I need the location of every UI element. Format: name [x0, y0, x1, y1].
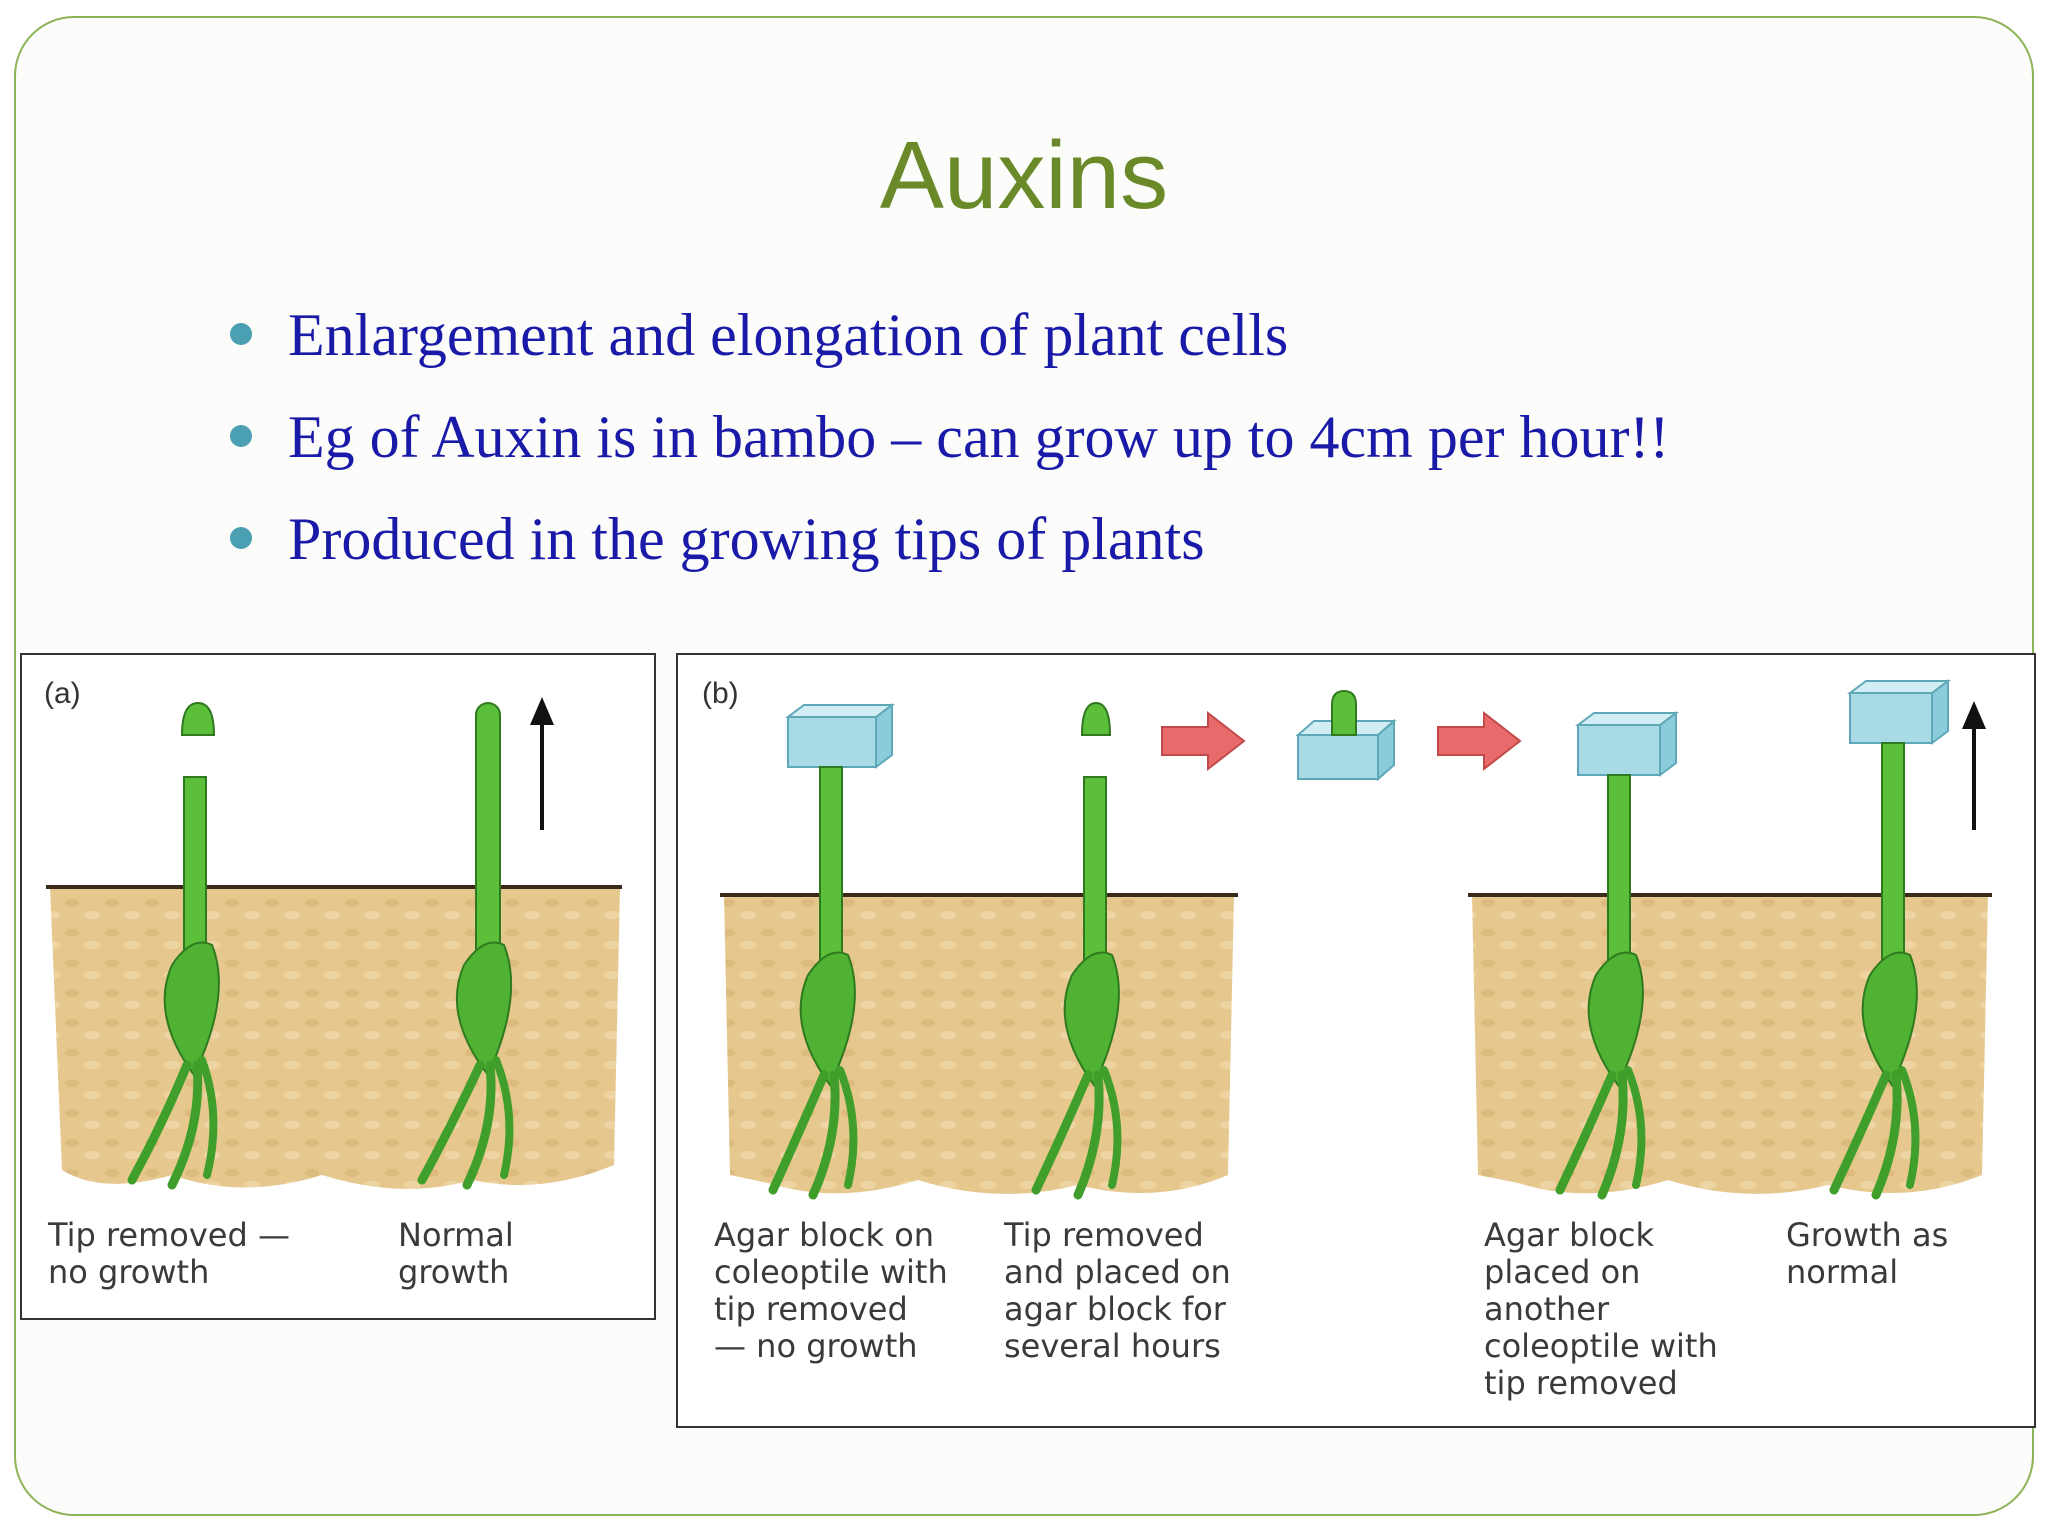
soil-block: [50, 887, 620, 1189]
seedling-growth-normal: [1829, 679, 1951, 1200]
root: [1898, 1066, 1920, 1189]
soil-block: [1472, 895, 1988, 1194]
process-arrow-icon: [1437, 710, 1522, 772]
bullet-dot-icon: [230, 425, 252, 447]
root: [1031, 1070, 1093, 1195]
root: [127, 1060, 192, 1185]
root: [167, 1060, 203, 1190]
leaf-sheath: [163, 941, 220, 1077]
caption-normal-growth: Normal growth: [398, 1216, 514, 1291]
seedling-tip-removed: [127, 701, 220, 1190]
caption-growth-normal: Growth as normal: [1786, 1216, 1949, 1291]
root: [768, 1070, 829, 1195]
cut-tip-icon: [180, 701, 216, 736]
bullet-text: Enlargement and elongation of plant cell…: [288, 302, 1289, 368]
root: [198, 1056, 218, 1179]
bullet-item: Enlargement and elongation of plant cell…: [230, 295, 1669, 397]
root: [1829, 1070, 1891, 1195]
bullet-text: Eg of Auxin is in bambo – can grow up to…: [288, 404, 1670, 470]
caption-tip-on-agar: Tip removed and placed on agar block for…: [1004, 1216, 1231, 1365]
slide-title: Auxins: [879, 122, 1169, 229]
growth-arrow-icon: [1962, 701, 1986, 830]
root: [1100, 1066, 1122, 1189]
root: [1555, 1070, 1617, 1195]
root: [417, 1060, 485, 1185]
agar-block-icon: [785, 703, 895, 769]
root: [1871, 1070, 1902, 1200]
caption-agar-no-growth: Agar block on coleoptile with tip remove…: [714, 1216, 948, 1365]
seedling-agar-no-growth: [768, 703, 895, 1200]
panel-a-label: (a): [44, 677, 81, 710]
root: [492, 1056, 514, 1179]
root: [1597, 1070, 1628, 1200]
bullet-item: Eg of Auxin is in bambo – can grow up to…: [230, 397, 1669, 499]
seedling-normal: [417, 702, 514, 1190]
root: [1624, 1066, 1646, 1189]
leaf-sheath: [455, 941, 513, 1077]
cut-tip-icon: [1080, 701, 1112, 736]
root: [462, 1060, 496, 1190]
root: [836, 1066, 858, 1189]
root: [808, 1070, 840, 1200]
root: [1073, 1070, 1104, 1200]
bullet-dot-icon: [230, 527, 252, 549]
panel-a-illustration: [46, 697, 622, 1190]
leaf-sheath: [799, 951, 856, 1087]
coleoptile-stem: [1881, 742, 1905, 988]
panel-b-illustration: [720, 679, 1992, 1200]
tip-on-agar-block: [1295, 689, 1397, 782]
leaf-sheath: [1861, 951, 1918, 1087]
process-arrow-icon: [1161, 710, 1246, 772]
agar-block-icon: [1575, 711, 1679, 777]
caption-agar-transferred: Agar block placed on another coleoptile …: [1484, 1216, 1718, 1402]
figure-panel-b: (b): [676, 653, 2036, 1428]
leaf-sheath: [1063, 951, 1120, 1087]
panel-b-label: (b): [702, 677, 739, 710]
cut-tip-icon: [1331, 689, 1357, 736]
growth-arrow-icon: [530, 697, 554, 830]
leaf-sheath: [1587, 951, 1644, 1087]
caption-tip-removed: Tip removed — no growth: [48, 1216, 290, 1291]
seedling-agar-transferred: [1555, 711, 1679, 1200]
bullet-dot-icon: [230, 323, 252, 345]
seedling-tip-removed: [1031, 701, 1122, 1200]
figure-panel-a: (a): [20, 653, 656, 1320]
bullet-item: Produced in the growing tips of plants: [230, 499, 1669, 601]
soil-block: [724, 895, 1234, 1194]
coleoptile-stem: [475, 702, 501, 984]
bullet-list: Enlargement and elongation of plant cell…: [230, 295, 1669, 601]
bullet-text: Produced in the growing tips of plants: [288, 506, 1205, 572]
agar-block-icon: [1847, 679, 1951, 745]
